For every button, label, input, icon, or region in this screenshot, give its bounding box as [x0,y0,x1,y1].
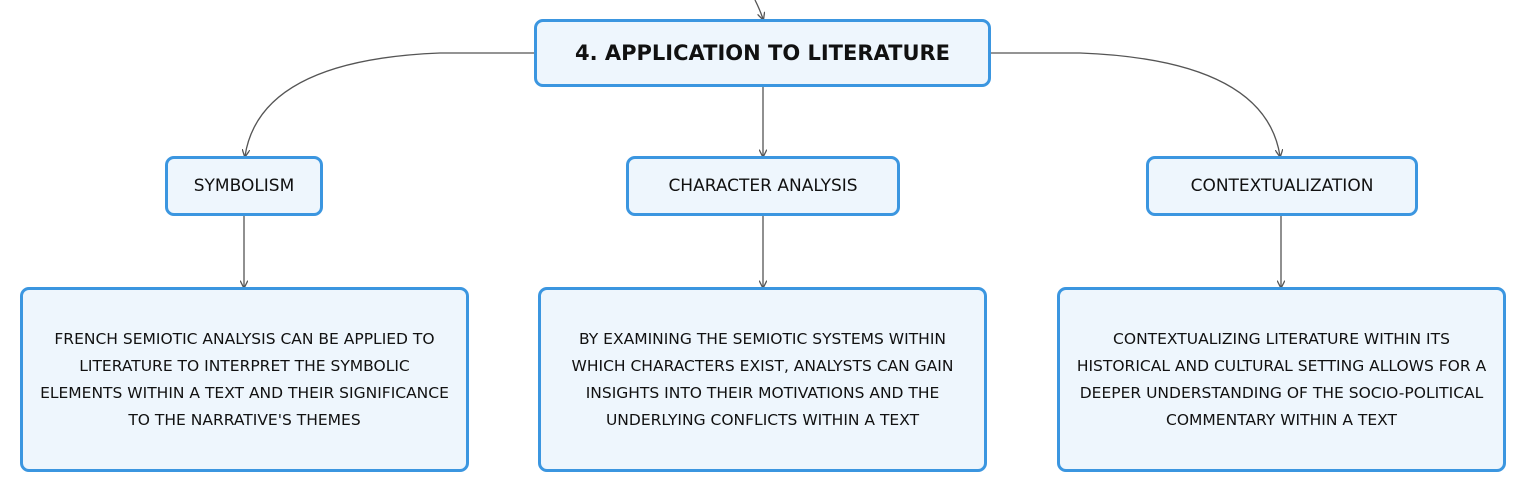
connector-symbolism [245,52,534,156]
root-label: 4. APPLICATION TO LITERATURE [574,41,951,65]
connector-contextualization [991,52,1280,156]
description-text: CONTEXTUALIZING LITERATURE WITHIN ITS HI… [1076,329,1487,429]
node-label: CONTEXTUALIZATION [1190,176,1374,196]
node-character-analysis-description[interactable]: BY EXAMINING THE SEMIOTIC SYSTEMS WITHIN… [538,287,987,472]
node-contextualization[interactable]: CONTEXTUALIZATION [1146,156,1418,216]
node-label: CHARACTER ANALYSIS [668,176,858,196]
node-symbolism[interactable]: SYMBOLISM [165,156,323,216]
node-label: SYMBOLISM [193,176,295,196]
connector-parent [754,0,763,19]
node-character-analysis[interactable]: CHARACTER ANALYSIS [626,156,900,216]
root-node[interactable]: 4. APPLICATION TO LITERATURE [534,19,991,87]
node-contextualization-description[interactable]: CONTEXTUALIZING LITERATURE WITHIN ITS HI… [1057,287,1506,472]
description-text: FRENCH SEMIOTIC ANALYSIS CAN BE APPLIED … [40,329,449,429]
node-symbolism-description[interactable]: FRENCH SEMIOTIC ANALYSIS CAN BE APPLIED … [20,287,469,472]
description-text: BY EXAMINING THE SEMIOTIC SYSTEMS WITHIN… [571,329,954,429]
